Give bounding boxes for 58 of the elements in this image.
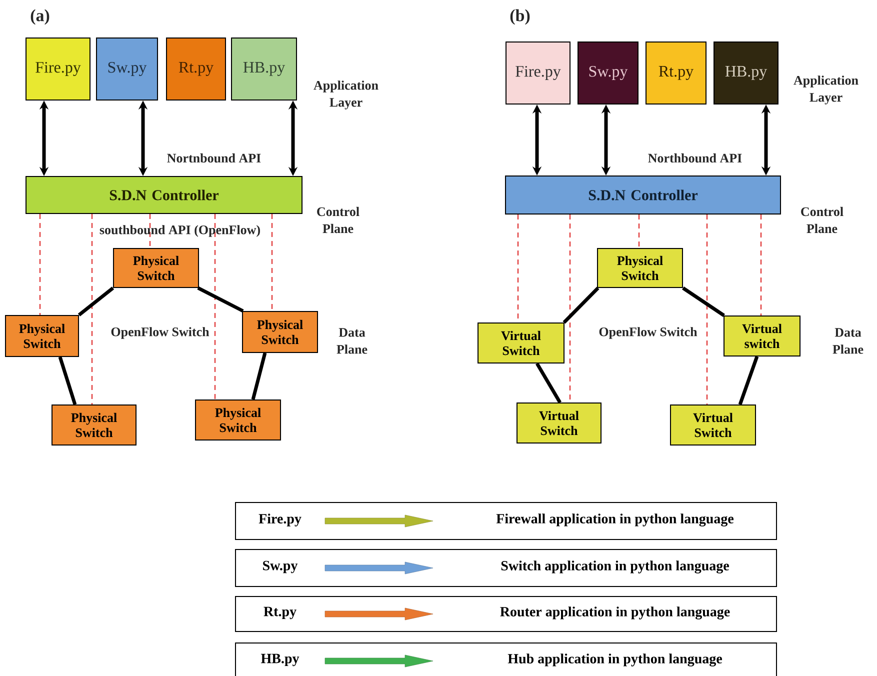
dashed-line — [214, 214, 216, 400]
switch-box: Physical Switch — [195, 400, 281, 440]
controller-box: S.D.N Controller — [505, 176, 781, 214]
layer-label: Application Layer — [794, 76, 858, 104]
description-text: Router application in python language — [500, 606, 730, 620]
switch-box: Physical Switch — [597, 248, 683, 288]
link-line — [58, 356, 77, 406]
dashed-line — [271, 214, 273, 311]
api-label: Northbound API — [648, 153, 742, 163]
application-box: Fire.py — [26, 38, 90, 100]
description-text: Switch application in python language — [501, 560, 729, 574]
link-line — [682, 286, 725, 317]
switch-box: Virtual Switch — [516, 402, 602, 444]
application-box: HB.py — [714, 42, 778, 104]
panel-label: (b) — [510, 9, 530, 25]
application-box: Sw.py — [578, 42, 638, 104]
dashed-line — [706, 214, 708, 404]
api-label: southbound API (OpenFlow) — [100, 225, 260, 237]
key-text: HB.py — [260, 654, 300, 666]
application-box: Rt.py — [166, 38, 226, 100]
description-text: Hub application in python language — [508, 654, 722, 666]
switch-box: Virtual Switch — [478, 322, 564, 364]
key-text: Sw.py — [263, 560, 298, 574]
key-text: Rt.py — [264, 606, 296, 620]
dashed-line — [760, 214, 762, 316]
link-line — [738, 356, 759, 406]
layer-label: Data Plane — [832, 328, 864, 354]
application-box: Rt.py — [646, 42, 706, 104]
link-line — [78, 286, 114, 316]
api-label: Nortnbound API — [167, 153, 261, 163]
switch-type-label: OpenFlow Switch — [599, 327, 698, 339]
link-line — [536, 362, 562, 404]
application-box: Fire.py — [506, 42, 570, 104]
link-line — [562, 286, 600, 324]
switch-box: Physical Switch — [5, 315, 79, 357]
link-line — [197, 286, 244, 313]
switch-box: Virtual switch — [724, 316, 800, 356]
switch-box: Physical Switch — [242, 311, 318, 353]
dashed-line — [39, 214, 41, 315]
layer-label: Application Layer — [314, 80, 378, 110]
layer-label: Data Plane — [336, 328, 368, 354]
key-text: Fire.py — [258, 514, 302, 526]
application-box: HB.py — [231, 38, 297, 100]
application-box: Sw.py — [96, 38, 158, 100]
switch-box: Virtual Switch — [670, 404, 756, 446]
description-text: Firewall application in python language — [496, 514, 734, 526]
layer-label: Control Plane — [801, 206, 844, 234]
switch-box: Physical Switch — [52, 404, 136, 446]
layer-label: Control Plane — [317, 206, 360, 234]
switch-box: Physical Switch — [113, 248, 199, 288]
dashed-line — [91, 214, 93, 404]
dashed-line — [638, 214, 640, 248]
dashed-line — [149, 214, 151, 248]
dashed-line — [569, 214, 571, 402]
controller-box: S.D.N Controller — [26, 176, 302, 214]
switch-type-label: OpenFlow Switch — [111, 327, 210, 339]
link-line — [251, 352, 267, 400]
panel-label: (a) — [30, 9, 50, 25]
